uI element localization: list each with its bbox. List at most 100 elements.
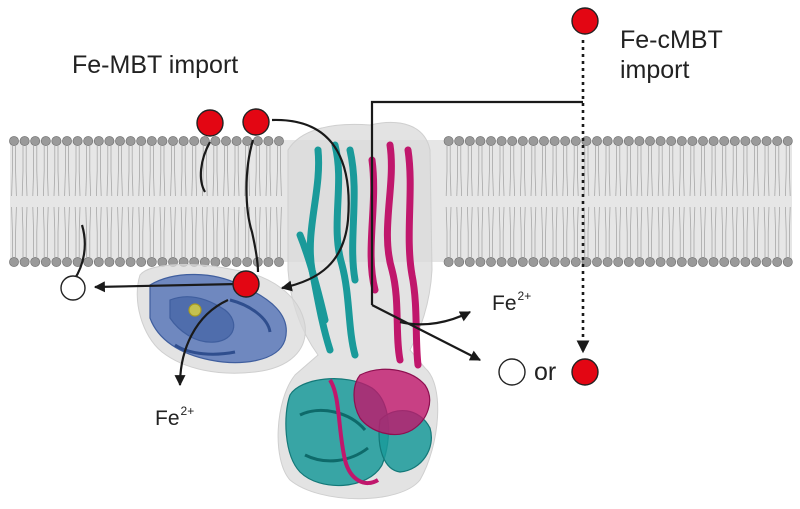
lipid-tail: [619, 146, 621, 197]
lipid-tail: [736, 206, 738, 257]
lipid-head: [93, 136, 104, 146]
lipid-tail: [460, 206, 462, 257]
lipid-head: [274, 257, 284, 267]
fe-release-arrow-right[interactable]: [399, 311, 471, 326]
lipid-tail: [149, 206, 151, 257]
lipid-tail: [566, 206, 568, 257]
fe-mbt-import-label: Fe-MBT import: [72, 51, 239, 79]
lipid-tail: [142, 206, 144, 257]
lipid-head: [146, 257, 157, 267]
lipid-tail: [276, 146, 278, 197]
lipid-tail: [127, 206, 130, 257]
lipid-head: [708, 257, 719, 267]
lipid-tail: [237, 206, 240, 257]
fe2-label-left: Fe2+: [155, 404, 195, 431]
lipid-tail: [255, 146, 257, 197]
lipid-tail: [223, 206, 225, 257]
lipid-tail: [100, 146, 102, 197]
lipid-tail: [700, 146, 702, 197]
lipid-tail: [651, 146, 653, 197]
lipid-head: [30, 257, 41, 267]
lipid-tail: [68, 146, 70, 197]
lipid-tail: [138, 206, 140, 257]
lipid-tail: [551, 206, 554, 257]
lipid-tail: [524, 206, 526, 257]
lipid-head: [666, 257, 677, 267]
lipid-head: [83, 136, 94, 146]
lipid-tail: [180, 206, 183, 257]
lipid-tail: [679, 146, 681, 197]
lipid-head: [475, 257, 486, 267]
lipid-tail: [608, 206, 611, 257]
lipid-head: [496, 257, 507, 267]
lipid-tail: [736, 146, 738, 197]
lipid-tail: [551, 146, 554, 197]
lipid-tail: [573, 206, 575, 257]
lipid-head: [210, 257, 221, 267]
lipid-head: [634, 136, 645, 146]
lipid-tail: [11, 146, 13, 197]
lipid-tail: [763, 206, 766, 257]
lipid-head: [221, 257, 231, 267]
lipid-tail: [269, 206, 272, 257]
fe-release-arrow-left[interactable]: [174, 298, 229, 387]
lipid-head: [19, 136, 30, 146]
lipid-tail: [604, 206, 607, 257]
lipid-head: [40, 257, 51, 267]
lipid-head: [570, 136, 581, 146]
lipid-tail: [481, 146, 484, 197]
lipid-tail: [545, 206, 547, 257]
lipid-tail: [131, 206, 134, 257]
fe2-left-charge: 2+: [180, 404, 195, 418]
release-arrow-right[interactable]: [371, 304, 481, 361]
lipid-tail: [449, 146, 452, 197]
lipid-tail: [492, 206, 494, 257]
lipid-head: [210, 136, 221, 146]
lipid-head: [93, 257, 104, 267]
lipid-tail: [138, 146, 140, 197]
lipid-head: [464, 257, 475, 267]
lipid-tail: [562, 146, 564, 197]
lipid-tail: [757, 206, 759, 257]
lipid-head: [719, 136, 730, 146]
lipid-head: [570, 257, 581, 267]
lipid-tail: [276, 206, 278, 257]
fe-mbt-import-arrow[interactable]: [271, 118, 350, 292]
lipid-head: [751, 136, 761, 146]
lipid-tail: [598, 146, 600, 197]
lipid-tail: [732, 206, 734, 257]
lipid-tail: [100, 206, 102, 257]
lipid-head: [199, 136, 210, 146]
fe2-left-base: Fe: [155, 407, 180, 430]
lipid-head: [51, 136, 62, 146]
lipid-tail: [640, 206, 643, 257]
lipid-tail: [647, 206, 649, 257]
lipid-tail: [216, 206, 219, 257]
lipid-tail: [668, 206, 670, 257]
lipid-tail: [577, 206, 579, 257]
lipid-tail: [259, 206, 261, 257]
lipid-tail: [106, 146, 109, 197]
lipid-tail: [149, 146, 151, 197]
lipid-head: [772, 257, 783, 267]
lipid-tail: [785, 206, 787, 257]
lipid-tail: [541, 206, 543, 257]
fe-cmbt-import-line1: Fe-cMBT: [620, 26, 723, 54]
lipid-tail: [184, 206, 187, 257]
lipid-tail: [227, 146, 229, 197]
lipid-tail: [626, 146, 628, 197]
lipid-head: [486, 257, 496, 267]
lipid-tail: [636, 146, 639, 197]
lipid-head: [645, 257, 655, 267]
lipid-tail: [657, 146, 660, 197]
lipid-tail: [520, 146, 522, 197]
lipid-tail: [265, 206, 268, 257]
lipid-head: [761, 257, 772, 267]
lipid-head: [263, 257, 274, 267]
release-arrow-left[interactable]: [93, 281, 239, 293]
lipid-head: [687, 136, 698, 146]
lipid-tail: [280, 146, 282, 197]
lipid-tail: [636, 206, 639, 257]
lipid-tail: [615, 146, 617, 197]
lipid-head: [231, 257, 242, 267]
